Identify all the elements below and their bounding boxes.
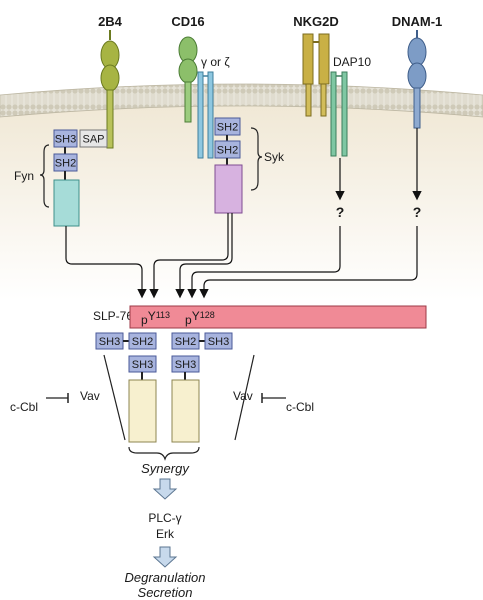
- receptor-2b4-label: 2B4: [98, 14, 123, 29]
- receptor-nkg2d: NKG2D: [293, 14, 339, 117]
- adaptor-gamma-zeta: γ or ζ: [197, 55, 230, 159]
- downstream-arrow-2: [152, 546, 178, 568]
- adaptor-dap10-label: DAP10: [333, 55, 371, 69]
- vav-right-sh3-n: [204, 332, 233, 350]
- dnam1-unknown-mediator: ?: [413, 204, 422, 220]
- fyn-kinase: SH3 SAP SH2 Fyn: [14, 129, 108, 227]
- plasma-membrane: [0, 83, 483, 118]
- fyn-sh3-label: SH3: [55, 134, 76, 146]
- sap-label: SAP: [82, 134, 104, 146]
- phosphorylation-arrows: [65, 213, 418, 299]
- sap-adaptor: [79, 129, 108, 148]
- vav-right: SH2 SH3 SH3: [171, 332, 233, 443]
- slp76-site-128: pY128: [185, 309, 215, 327]
- fyn-sh2-label: SH2: [55, 158, 76, 170]
- synergy-label: Synergy: [141, 461, 190, 476]
- adaptor-dap10: DAP10: [330, 55, 371, 157]
- receptor-cd16-label: CD16: [171, 14, 204, 29]
- vav-left-sh2: [128, 332, 157, 350]
- syk-label: Syk: [264, 150, 285, 164]
- receptor-cd16: CD16: [171, 14, 205, 123]
- slp76-site-113: pY113: [141, 309, 170, 327]
- syk-sh2-label-1: SH2: [217, 122, 238, 134]
- ccbl-left-label: c-Cbl: [10, 400, 38, 414]
- receptor-dnam1: DNAM-1: [392, 14, 443, 129]
- vav-right-body: [171, 379, 200, 443]
- slp76-label: SLP-76: [93, 309, 133, 323]
- vav-right-sh2-label: SH2: [175, 336, 196, 348]
- syk-sh2-label-2: SH2: [217, 145, 238, 157]
- degranulation-label: Degranulation: [125, 570, 206, 585]
- secretion-label: Secretion: [138, 585, 193, 600]
- vav-left-sh3-n-label: SH3: [99, 336, 120, 348]
- erk-label: Erk: [156, 527, 175, 541]
- synergy-brace: [128, 446, 200, 461]
- receptor-dnam1-label: DNAM-1: [392, 14, 443, 29]
- syk-kinase-domain: [214, 164, 243, 214]
- receptor-2b4: 2B4: [98, 14, 123, 149]
- ccbl-right-label: c-Cbl: [286, 400, 314, 414]
- plc-gamma-label: PLC-γ: [148, 511, 181, 525]
- vav-left-sh2-label: SH2: [132, 336, 153, 348]
- receptor-nkg2d-label: NKG2D: [293, 14, 339, 29]
- vav-right-sh3-c-label: SH3: [175, 359, 196, 371]
- vav-left-sh3-c-label: SH3: [132, 359, 153, 371]
- vav-left-label: Vav: [80, 389, 100, 403]
- adaptor-gamma-zeta-label: γ or ζ: [201, 55, 230, 69]
- slp76-bar: [129, 305, 427, 329]
- syk-kinase: SH2 SH2 Syk: [214, 117, 285, 214]
- slp76: SLP-76 pY113 pY128: [93, 305, 427, 329]
- vav-right-sh3-n-label: SH3: [208, 336, 229, 348]
- vav-left: SH3 SH2 SH3: [95, 332, 157, 443]
- vav-left-body: [128, 379, 157, 443]
- downstream-arrow-1: [152, 478, 178, 500]
- nkg2d-unknown-mediator: ?: [336, 204, 345, 220]
- fyn-kinase-domain: [53, 179, 80, 227]
- vav-right-label: Vav: [233, 389, 253, 403]
- fyn-label: Fyn: [14, 169, 34, 183]
